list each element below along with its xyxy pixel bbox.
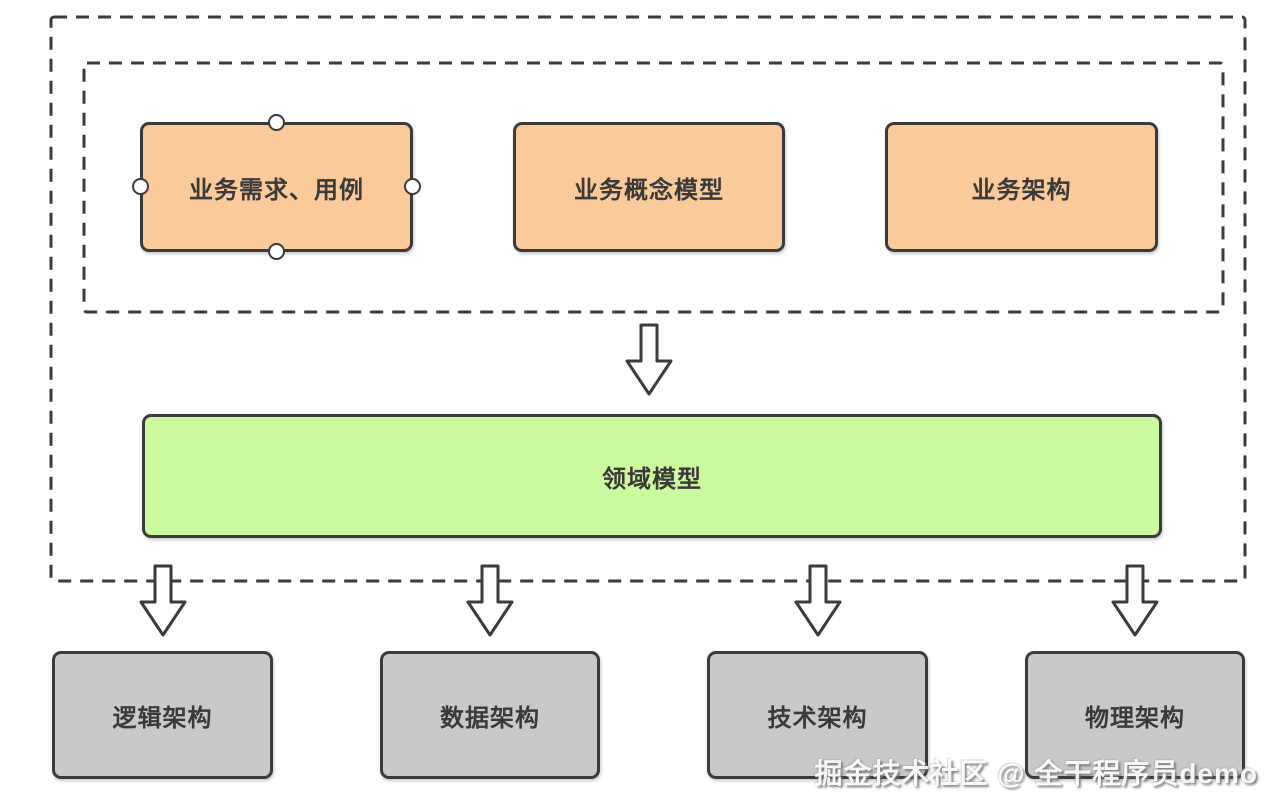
box-label: 业务架构 [971,176,1072,204]
box-label: 业务概念模型 [574,176,724,204]
selection-handle-right[interactable] [404,178,421,195]
box-business-architecture[interactable]: 业务架构 [885,122,1158,252]
down-arrow-to-physical-architecture[interactable] [1111,564,1159,638]
selection-handle-bottom[interactable] [267,243,285,260]
box-label: 逻辑架构 [112,704,213,732]
box-label: 领域模型 [602,465,702,493]
down-arrow-to-logical-architecture[interactable] [139,564,187,638]
selection-handle-top[interactable] [267,114,285,131]
box-business-requirements[interactable]: 业务需求、用例 [132,114,421,260]
down-arrow-business-to-domain[interactable] [625,323,673,397]
box-logical-architecture[interactable]: 逻辑架构 [52,651,273,779]
watermark: 掘金技术社区 @ 全干程序员demo [814,758,1258,789]
selection-handle-left[interactable] [132,178,149,195]
down-arrow-to-technical-architecture[interactable] [794,564,842,638]
business-layer-dashed-container[interactable] [82,61,1225,314]
box-data-architecture[interactable]: 数据架构 [380,651,600,779]
box-technical-architecture[interactable]: 技术架构 [707,651,928,779]
box-physical-architecture[interactable]: 物理架构 [1025,651,1245,779]
box-label: 业务需求、用例 [189,176,364,204]
box-label: 技术架构 [767,704,868,732]
down-arrow-to-data-architecture[interactable] [466,564,514,638]
box-domain-model[interactable]: 领域模型 [142,414,1162,538]
outer-dashed-container[interactable] [49,15,1247,583]
box-label: 物理架构 [1085,704,1185,732]
box-business-concept-model[interactable]: 业务概念模型 [513,122,785,252]
box-label: 数据架构 [440,704,540,732]
